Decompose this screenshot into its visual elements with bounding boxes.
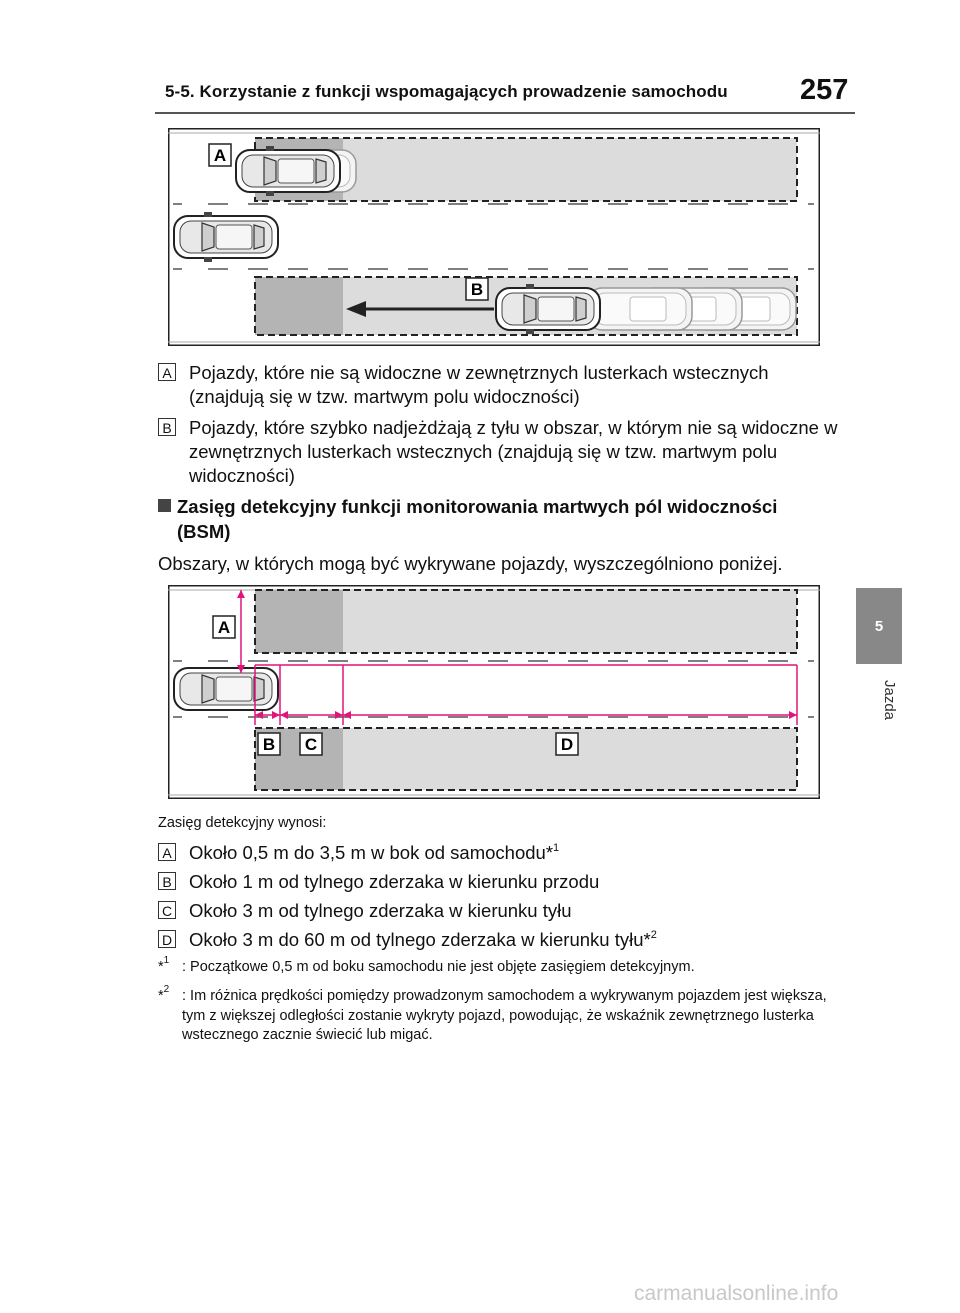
legend-text: Pojazdy, które szybko nadjeżdżają z tyłu… <box>189 417 838 486</box>
chapter-tab[interactable]: 5 <box>856 588 902 664</box>
legend-text: Pojazdy, które nie są widoczne w zewnętr… <box>189 362 769 407</box>
header-title: 5-5. Korzystanie z funkcji wspomagającyc… <box>165 82 728 101</box>
legend-item-b: B Pojazdy, które szybko nadjeżdżają z ty… <box>158 416 838 488</box>
diagram-label-a: A <box>214 146 226 165</box>
diagram-label-b: B <box>471 280 483 299</box>
page-number: 257 <box>800 74 849 106</box>
range-item-a: A Około 0,5 m do 3,5 m w bok od samochod… <box>158 841 838 865</box>
bullet-square-icon <box>158 499 171 512</box>
range-text: Około 3 m do 60 m od tylnego zderzaka w … <box>189 929 651 950</box>
diagram-label-a: A <box>218 618 230 637</box>
footnote-ref: 1 <box>553 842 560 854</box>
watermark: carmanualsonline.info <box>634 1282 839 1305</box>
range-text: Około 0,5 m do 3,5 m w bok od samochodu* <box>189 842 554 863</box>
detection-range-diagram: A B C D <box>168 585 820 799</box>
range-text: Około 1 m od tylnego zderzaka w kierunku… <box>189 871 600 892</box>
key-box: A <box>158 843 176 861</box>
legend-item-a: A Pojazdy, które nie są widoczne w zewnę… <box>158 361 838 409</box>
chapter-label: Jazda <box>881 679 898 721</box>
blind-spot-diagram: A B <box>168 128 820 346</box>
footnote-ref: 2 <box>650 929 657 941</box>
diagram-label-c: C <box>305 735 317 754</box>
key-box: A <box>158 363 176 381</box>
range-item-c: C Około 3 m od tylnego zderzaka w kierun… <box>158 899 838 923</box>
key-box: B <box>158 872 176 890</box>
own-vehicle-icon <box>173 667 279 711</box>
header-divider <box>155 112 855 114</box>
key-box: D <box>158 930 176 948</box>
section-intro: Obszary, w których mogą być wykrywane po… <box>158 553 783 574</box>
footnote-1: *1 : Początkowe 0,5 m od boku samochodu … <box>158 956 848 978</box>
range-item-d: D Około 3 m do 60 m od tylnego zderzaka … <box>158 928 838 952</box>
range-item-b: B Około 1 m od tylnego zderzaka w kierun… <box>158 870 838 894</box>
footnote-2: *2 : Im różnica prędkości pomiędzy prowa… <box>158 985 848 1046</box>
footnote-text: : Początkowe 0,5 m od boku samochodu nie… <box>182 959 695 975</box>
diagram-label-d: D <box>561 735 573 754</box>
own-vehicle-icon <box>173 211 279 263</box>
key-box: C <box>158 901 176 919</box>
vehicle-icon <box>235 145 341 197</box>
section-heading: Zasięg detekcyjny funkcji monitorowania … <box>158 494 838 544</box>
range-text: Około 3 m od tylnego zderzaka w kierunku… <box>189 900 572 921</box>
footnote-text: : Im różnica prędkości pomiędzy prowadzo… <box>182 988 827 1043</box>
diagram-label-b: B <box>263 735 275 754</box>
key-box: B <box>158 418 176 436</box>
range-caption: Zasięg detekcyjny wynosi: <box>158 815 327 831</box>
vehicle-icon <box>495 283 601 335</box>
